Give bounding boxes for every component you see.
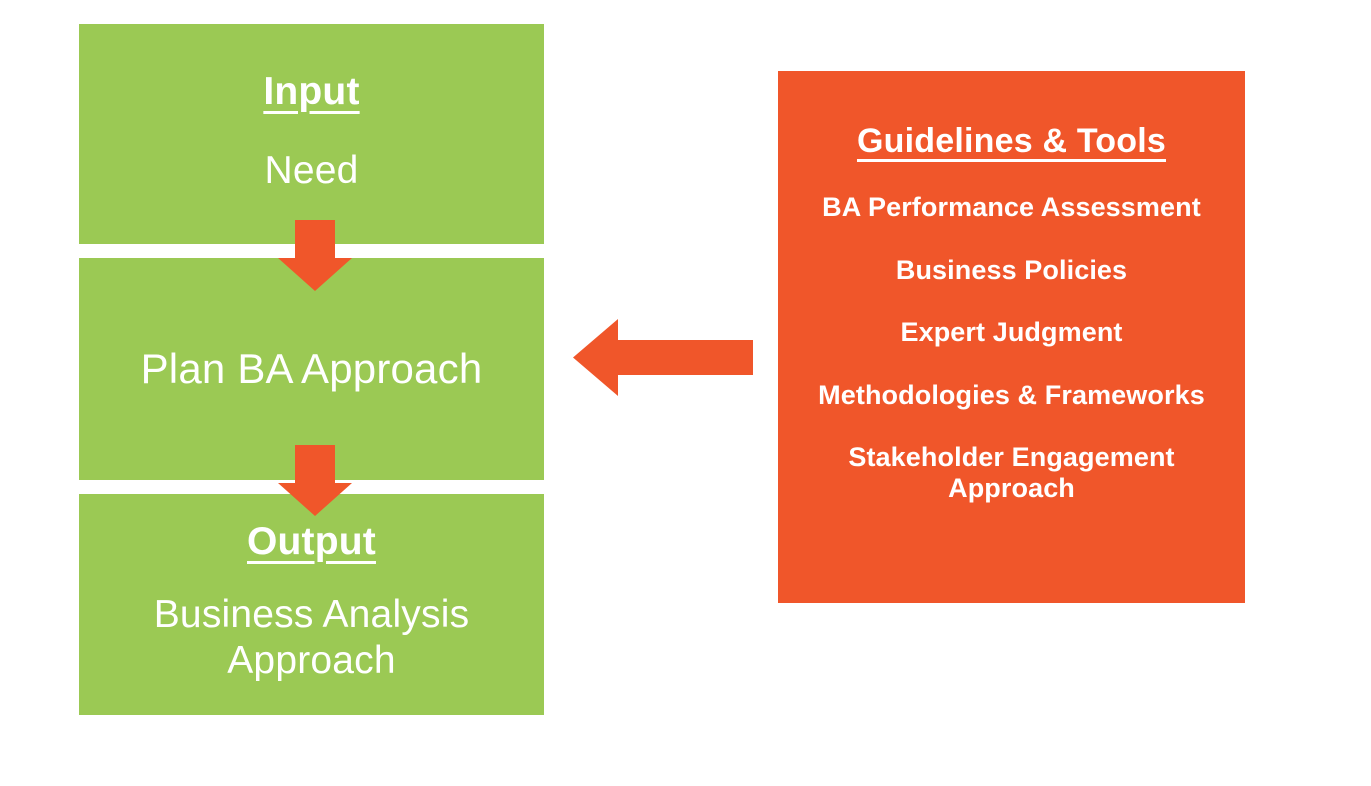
output-box: Output Business Analysis Approach [79,494,544,715]
arrow-down-icon [278,220,352,291]
guideline-item: BA Performance Assessment [822,192,1201,223]
input-box-value: Need [264,148,359,192]
input-box-heading: Input [263,70,360,113]
arrow-left-icon [573,319,753,396]
task-box-label: Plan BA Approach [140,344,483,392]
task-box: Plan BA Approach [79,258,544,480]
guideline-item: Methodologies & Frameworks [818,379,1205,410]
output-box-heading: Output [247,520,376,563]
output-box-value: Business Analysis Approach [153,592,470,682]
guideline-item: Business Policies [895,254,1128,285]
guideline-item: Stakeholder Engagement Approach [848,442,1175,503]
guidelines-and-tools-panel: Guidelines & Tools BA Performance Assess… [778,71,1245,603]
guidelines-panel-title: Guidelines & Tools [856,122,1166,160]
guideline-item: Expert Judgment [900,317,1123,348]
input-box: Input Need [79,24,544,244]
arrow-down-icon [278,445,352,516]
